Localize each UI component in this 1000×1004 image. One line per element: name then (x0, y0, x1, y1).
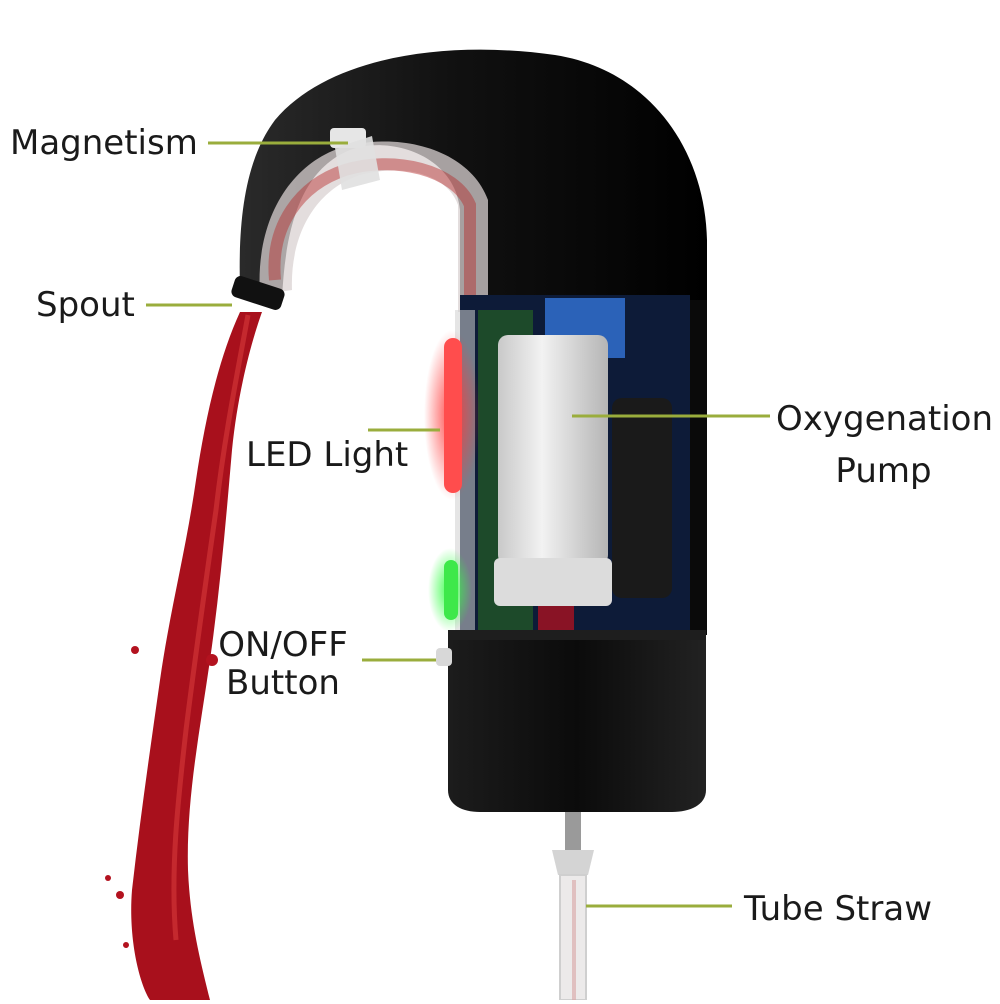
power-button (436, 648, 452, 666)
spout-arch (231, 128, 488, 312)
label-oxygenation-pump: Oxygenation Pump (776, 399, 994, 491)
label-tube-straw: Tube Straw (744, 889, 932, 929)
aerator-base (448, 636, 706, 812)
label-led-light: LED Light (246, 435, 409, 475)
wine-stream (105, 312, 262, 1000)
label-onoff-line2: Button (226, 663, 340, 703)
label-onoff-line1: ON/OFF (218, 625, 348, 665)
aerator-body (239, 49, 707, 635)
callout-lines (146, 141, 770, 908)
label-pump-line1: Oxygenation (776, 399, 994, 439)
tube-straw (552, 812, 594, 1001)
label-spout: Spout (36, 285, 135, 325)
motor-cylinder (612, 398, 672, 598)
label-onoff-button: ON/OFF Button (208, 626, 358, 702)
oxygenation-pump (494, 335, 612, 634)
label-pump-line2: Pump (835, 451, 932, 491)
red-led (444, 338, 462, 493)
label-magnetism: Magnetism (10, 123, 198, 163)
green-led (444, 560, 458, 620)
